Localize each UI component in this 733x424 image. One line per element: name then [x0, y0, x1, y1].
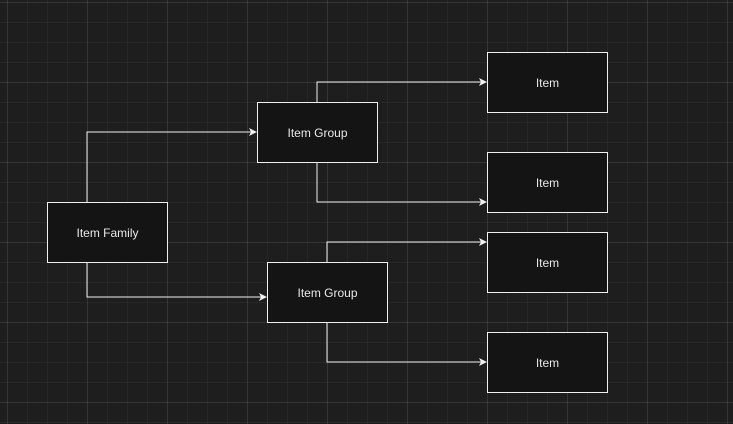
- connector-group-1-to-item-2[interactable]: [316, 162, 487, 206]
- node-label: Item: [535, 75, 560, 90]
- node-label: Item: [535, 355, 560, 370]
- node-item-4[interactable]: Item: [487, 332, 608, 393]
- node-item-group-1[interactable]: Item Group: [257, 102, 378, 163]
- node-label: Item Group: [297, 285, 358, 300]
- node-item-group-2[interactable]: Item Group: [267, 262, 388, 323]
- node-item-1[interactable]: Item: [487, 52, 608, 113]
- connector-group-2-to-item-4[interactable]: [326, 322, 487, 366]
- connector-family-to-group-1[interactable]: [86, 128, 257, 202]
- node-item-2[interactable]: Item: [487, 152, 608, 213]
- node-item-family[interactable]: Item Family: [47, 202, 168, 263]
- node-label: Item: [535, 255, 560, 270]
- connector-group-1-to-item-1[interactable]: [316, 78, 487, 102]
- node-label: Item Group: [287, 125, 348, 140]
- node-label: Item Family: [76, 225, 139, 240]
- connector-family-to-group-2[interactable]: [86, 262, 267, 301]
- connector-group-2-to-item-3[interactable]: [326, 238, 487, 262]
- node-item-3[interactable]: Item: [487, 232, 608, 293]
- node-label: Item: [535, 175, 560, 190]
